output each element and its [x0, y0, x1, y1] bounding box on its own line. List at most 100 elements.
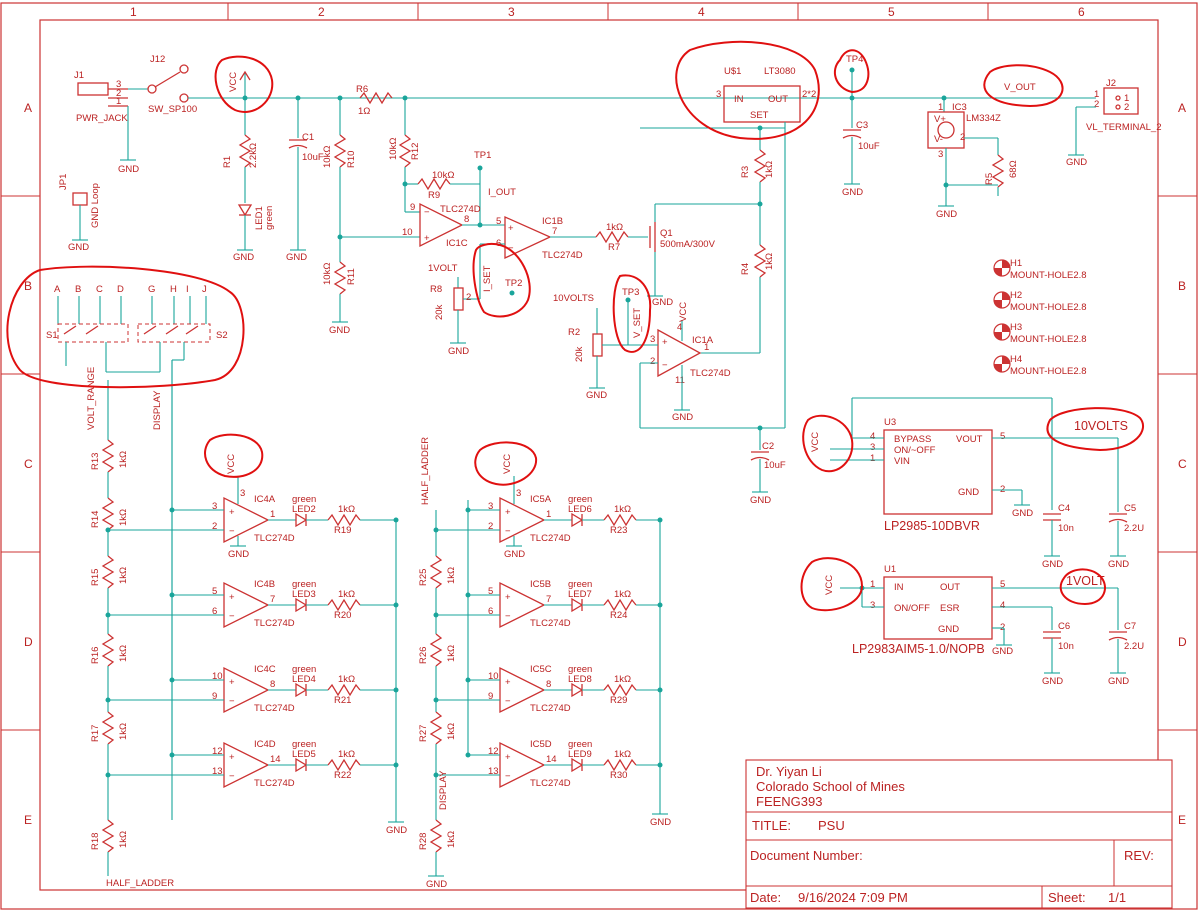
minus-sign: −: [229, 696, 235, 707]
svg-text:TP3: TP3: [622, 287, 639, 298]
power-jack-symbol: [77, 82, 109, 96]
svg-text:10n: 10n: [1058, 641, 1074, 652]
resistor-R13: [101, 439, 115, 473]
part-ref: R20: [334, 610, 351, 621]
led-color: green: [568, 579, 592, 590]
part-value: 1kΩ: [338, 504, 355, 515]
part-ref: R30: [610, 770, 627, 781]
svg-text:S2: S2: [216, 330, 228, 341]
regulator-U1: U1 IN ON/OFF OUT ESR GND LP2983AIM5-1.0/…: [824, 564, 1144, 687]
regulator-LT3080: [723, 85, 801, 123]
svg-text:10kΩ: 10kΩ: [388, 138, 399, 160]
title-block: Dr. Yiyan Li Colorado School of Mines FE…: [745, 759, 1173, 909]
led-LED6: [571, 512, 584, 528]
row-label: A: [24, 101, 32, 115]
svg-text:VOLT_RANGE: VOLT_RANGE: [86, 367, 97, 430]
pin-number: 6: [488, 606, 493, 617]
svg-text:J2: J2: [1106, 78, 1116, 89]
svg-text:GND: GND: [233, 252, 254, 263]
net-vcc: VCC: [502, 454, 513, 474]
svg-text:2*2: 2*2: [802, 89, 816, 100]
svg-text:9: 9: [410, 202, 415, 213]
svg-text:GND: GND: [448, 346, 469, 357]
opamp-IC5A: [499, 496, 546, 544]
svg-text:4: 4: [677, 322, 682, 333]
pin-number: 1: [270, 509, 275, 520]
svg-text:I: I: [186, 284, 189, 295]
svg-text:U$1: U$1: [724, 66, 741, 77]
row-label: E: [1178, 813, 1186, 827]
svg-text:R12: R12: [410, 143, 421, 160]
pin-number: 2: [212, 521, 217, 532]
svg-text:GND: GND: [938, 624, 959, 635]
led-color: green: [292, 579, 316, 590]
svg-text:2: 2: [116, 88, 121, 99]
svg-text:GND: GND: [286, 252, 307, 263]
svg-text:U3: U3: [884, 417, 896, 428]
col-label: 1: [130, 5, 137, 19]
svg-text:GND: GND: [652, 297, 673, 308]
svg-text:10n: 10n: [1058, 523, 1074, 534]
svg-text:C3: C3: [856, 120, 868, 131]
opamp-IC4B: [223, 581, 270, 629]
led-1: [237, 204, 253, 217]
part-value: 1kΩ: [614, 749, 631, 760]
part-ref: LED7: [568, 589, 592, 600]
svg-text:R1: R1: [222, 156, 233, 168]
svg-text:3: 3: [870, 442, 875, 453]
svg-text:GND: GND: [1108, 676, 1129, 687]
opamp-IC5C: [499, 666, 546, 714]
resistor-R27: [429, 711, 443, 745]
svg-text:3: 3: [116, 79, 121, 90]
minus-sign: −: [229, 771, 235, 782]
svg-text:I_OUT: I_OUT: [488, 187, 516, 198]
svg-text:2: 2: [1124, 102, 1129, 113]
svg-text:V-: V-: [934, 134, 943, 145]
svg-text:10kΩ: 10kΩ: [432, 170, 454, 181]
svg-text:1kΩ: 1kΩ: [606, 222, 623, 233]
svg-text:OUT: OUT: [940, 582, 960, 593]
svg-text:5: 5: [496, 216, 501, 227]
svg-text:10kΩ: 10kΩ: [322, 263, 333, 285]
part-value: 1kΩ: [614, 589, 631, 600]
net-gnd: GND: [228, 549, 249, 560]
pin-number: 12: [488, 746, 499, 757]
svg-text:4: 4: [1000, 600, 1005, 611]
part-ref: IC4A: [254, 494, 276, 505]
svg-text:Q1: Q1: [660, 228, 673, 239]
svg-text:10VOLTS: 10VOLTS: [1074, 419, 1128, 433]
svg-text:B: B: [75, 284, 81, 295]
resistor-R6: [359, 91, 393, 105]
svg-text:MOUNT-HOLE2.8: MOUNT-HOLE2.8: [1010, 270, 1087, 281]
svg-text:TP4: TP4: [846, 54, 863, 65]
date-value: 9/16/2024 7:09 PM: [798, 890, 908, 905]
plus-sign: +: [229, 677, 235, 688]
svg-text:R2: R2: [568, 327, 580, 338]
resistor-R14: [101, 497, 115, 531]
part-value: 1kΩ: [118, 567, 129, 584]
pin-number: 13: [212, 766, 223, 777]
pin-number: 12: [212, 746, 223, 757]
range-switches: A B C D G H I J S1 S2 VOLT_RANGE DISPLAY: [46, 284, 228, 820]
pin-number: 10: [488, 671, 499, 682]
svg-text:VIN: VIN: [894, 456, 910, 467]
part-value: 1kΩ: [338, 749, 355, 760]
led-color: green: [292, 664, 316, 675]
svg-text:H1: H1: [1010, 258, 1022, 269]
svg-text:V+: V+: [934, 114, 946, 125]
svg-text:GND: GND: [842, 187, 863, 198]
row-label: B: [1178, 279, 1186, 293]
svg-text:LP2983AIM5-1.0/NOPB: LP2983AIM5-1.0/NOPB: [852, 642, 985, 656]
svg-text:7: 7: [552, 226, 557, 237]
svg-text:C7: C7: [1124, 621, 1136, 632]
svg-text:10kΩ: 10kΩ: [322, 146, 333, 168]
regulator-U3: U3 BYPASS ON/~OFF VIN VOUT GND LP2985-10…: [810, 397, 1144, 570]
annotation-circle: [474, 441, 538, 486]
led-color: green: [568, 664, 592, 675]
doc-label: Document Number:: [750, 848, 863, 863]
plus-sign: +: [229, 752, 235, 763]
part-ref: R19: [334, 525, 351, 536]
svg-text:GND: GND: [1042, 676, 1063, 687]
